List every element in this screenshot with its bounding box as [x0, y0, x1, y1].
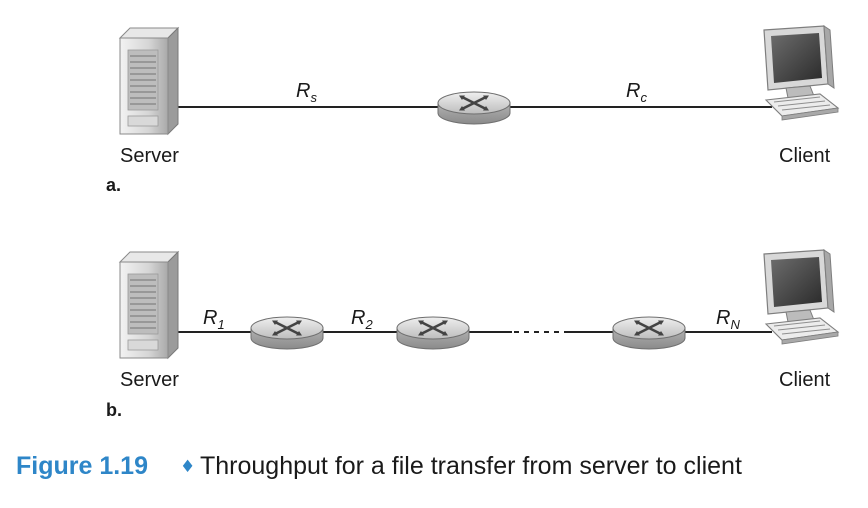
client-computer-icon [763, 249, 839, 345]
server-label: Server [120, 369, 179, 391]
rate-label-n: RN [716, 307, 740, 332]
client-computer-icon [763, 25, 839, 121]
router-icon [249, 315, 325, 351]
rate-label-server: Rs [296, 80, 317, 105]
client-label: Client [779, 369, 831, 391]
panel-label-b: b. [106, 400, 122, 420]
diagram-b: R1 R2 RN Server Client b. [106, 249, 839, 420]
rate-label-client: Rc [626, 80, 647, 105]
router-icon [436, 90, 512, 126]
client-label: Client [779, 145, 831, 167]
caption-text: Throughput for a file transfer from serv… [200, 452, 742, 480]
router-icon [611, 315, 687, 351]
router-icon [395, 315, 471, 351]
rate-label-2: R2 [351, 307, 373, 332]
figure-number: Figure 1.19 [16, 452, 148, 480]
server-label: Server [120, 145, 179, 167]
server-icon [119, 251, 179, 359]
figure-caption: Figure 1.19 ♦ Throughput for a file tran… [16, 452, 742, 480]
rate-label-1: R1 [203, 307, 225, 332]
server-icon [119, 27, 179, 135]
diamond-separator-icon: ♦ [180, 457, 195, 477]
diagram-a: Rs Rc Server Client a. [106, 25, 839, 195]
panel-label-a: a. [106, 175, 121, 195]
